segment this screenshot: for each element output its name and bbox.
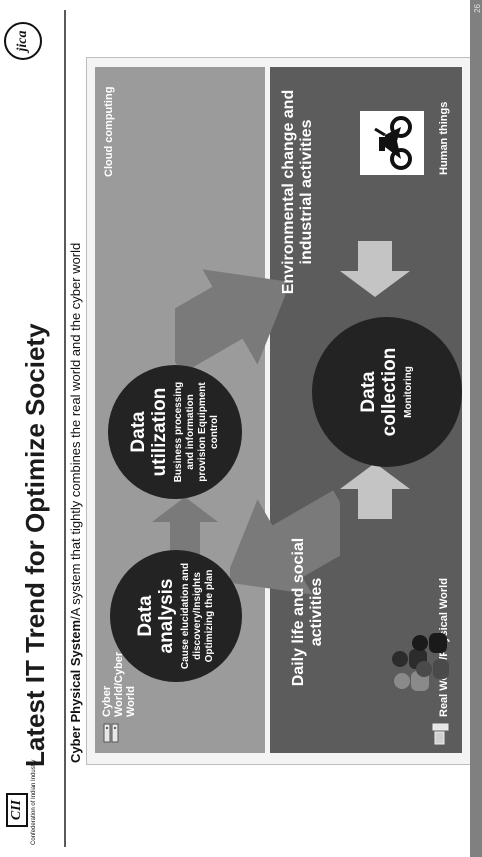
arrow-daily-to-collection bbox=[340, 463, 410, 519]
page-number: 26 bbox=[473, 4, 482, 13]
arrow-environment-to-collection bbox=[340, 241, 410, 297]
daily-life-label: Daily life and social activities bbox=[290, 537, 326, 687]
human-things-label: Human things bbox=[438, 101, 450, 175]
subtitle-bold: Cyber Physical System bbox=[68, 619, 83, 763]
arrow-utilization-to-collection bbox=[175, 269, 285, 374]
page-footer-strip: 26 bbox=[470, 0, 482, 857]
motorcycle-icon-box bbox=[360, 111, 424, 175]
subtitle-rest: /A system that tightly combines the real… bbox=[68, 242, 83, 620]
data-collection-desc: Monitoring bbox=[403, 366, 415, 418]
data-utilization-title: Data utilization bbox=[127, 387, 170, 477]
cloud-computing-label: Cloud computing bbox=[103, 86, 115, 177]
people-icon bbox=[392, 633, 449, 691]
data-utilization-node: Data utilization Business processing and… bbox=[108, 365, 242, 499]
data-analysis-title: Data analysis bbox=[134, 578, 177, 654]
cii-org-name: Confederation of Indian Industry bbox=[31, 759, 37, 845]
cii-logo-mark: CII bbox=[6, 793, 28, 827]
jica-logo: jica bbox=[4, 22, 42, 60]
arrow-collection-to-analysis bbox=[230, 490, 340, 595]
arrow-analysis-to-utilization bbox=[152, 497, 218, 557]
page-title: Latest IT Trend for Optimize Society bbox=[20, 323, 50, 767]
cii-logo: CII Confederation of Indian Industry bbox=[6, 759, 46, 845]
data-utilization-desc: Business processing and information prov… bbox=[173, 381, 221, 483]
motorcycle-icon bbox=[374, 116, 412, 170]
data-collection-title: Data collection bbox=[357, 347, 400, 437]
slide-subtitle: Cyber Physical System/A system that tigh… bbox=[68, 243, 83, 763]
header-divider bbox=[64, 10, 66, 847]
server-icon bbox=[103, 723, 119, 743]
data-analysis-desc: Cause elucidation and discovery/Insights… bbox=[180, 562, 216, 670]
data-analysis-node: Data analysis Cause elucidation and disc… bbox=[110, 550, 242, 682]
data-collection-node: Data collection Monitoring bbox=[312, 317, 462, 467]
environmental-change-label: Environmental change and industrial acti… bbox=[280, 89, 316, 295]
computer-icon bbox=[432, 723, 449, 745]
